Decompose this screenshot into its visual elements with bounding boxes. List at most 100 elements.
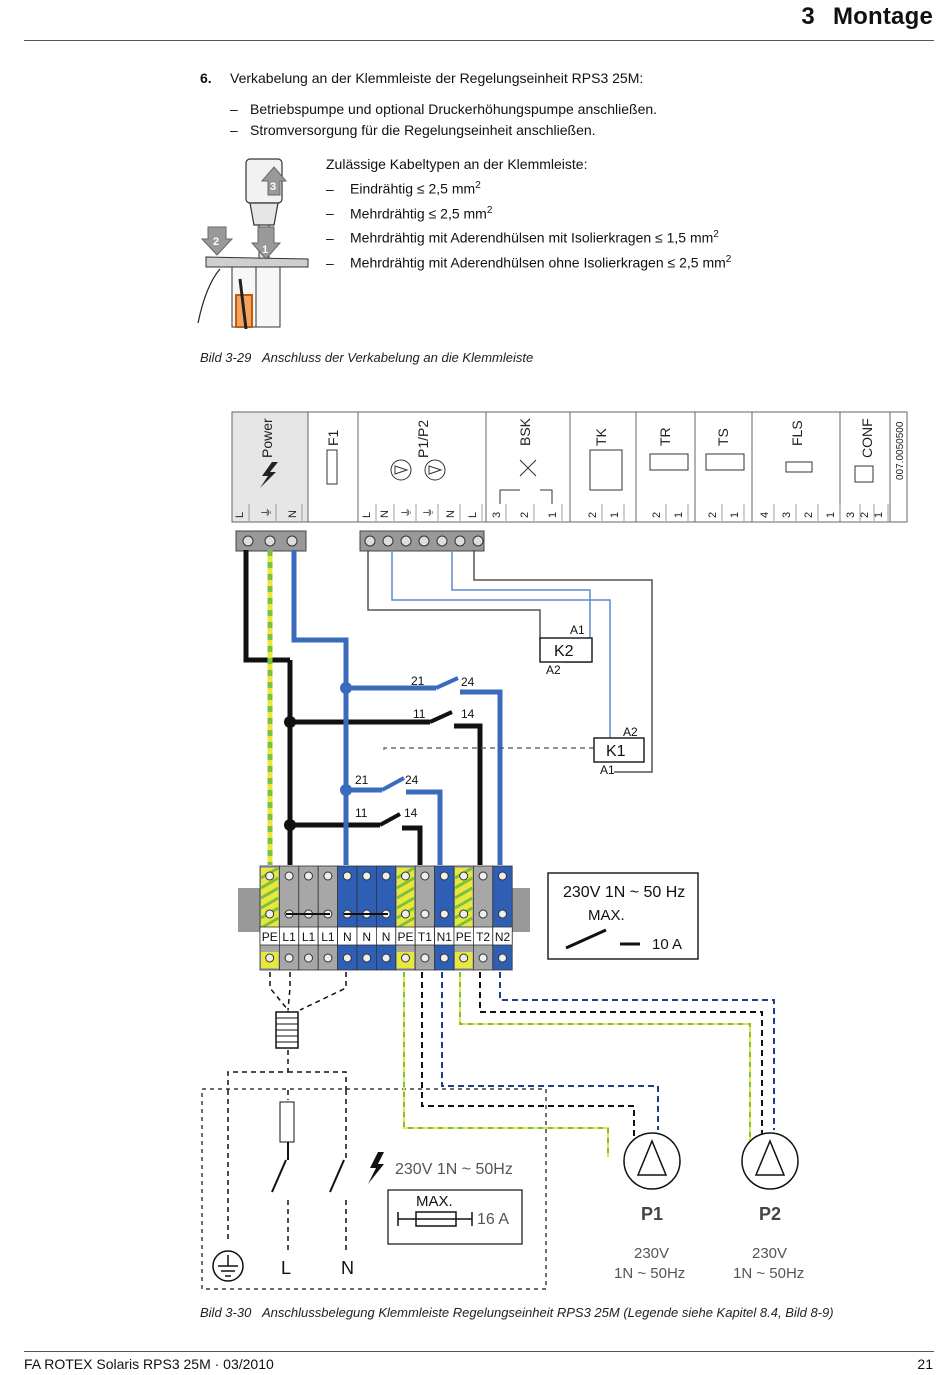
terminal-label: PE [456, 930, 472, 944]
module-pin-label: 2 [587, 512, 599, 518]
config-icon [854, 465, 874, 483]
terminal-label: L1 [302, 930, 316, 944]
module-pin-label: 2 [651, 512, 663, 518]
terminal-t1: T1 [414, 865, 436, 971]
svg-text:1N ~ 50Hz: 1N ~ 50Hz [733, 1265, 804, 1282]
module-label: BSK [517, 417, 533, 446]
pump-icon [424, 459, 446, 481]
pump-icon [390, 459, 412, 481]
svg-text:A1: A1 [600, 763, 615, 777]
terminal-n: N [356, 865, 377, 971]
pump-p1-label: P1 [641, 1204, 663, 1224]
terminal-t2: T2 [472, 865, 494, 971]
rating-current: 10 A [652, 936, 682, 953]
module-pin-label: 1 [729, 512, 741, 518]
terminal-pe: PE [395, 865, 416, 971]
footer-rule [24, 1351, 934, 1352]
valve-icon [519, 459, 537, 477]
module-pin-label: N [287, 510, 299, 518]
terminal-l1: L1 [298, 865, 319, 971]
terminal-label: N1 [437, 930, 453, 944]
supply-voltage: 230V 1N ~ 50Hz [395, 1161, 513, 1178]
module-label: Power [259, 418, 275, 458]
module-pin-label: 4 [759, 512, 771, 518]
svg-text:1N ~ 50Hz: 1N ~ 50Hz [614, 1265, 685, 1282]
svg-text:14: 14 [461, 707, 475, 721]
supply-fuse-rating: 16 A [477, 1211, 509, 1228]
relay-k2 [539, 637, 593, 663]
caption-text: Anschluss der Verkabelung an die Klemmle… [262, 350, 534, 365]
module-pin-label: L [234, 512, 246, 518]
terminal-label: PE [397, 930, 413, 944]
module-pin-label: L [467, 512, 479, 518]
svg-text:11: 11 [355, 806, 368, 820]
module-pin-label: ⏚ [260, 507, 273, 518]
svg-text:24: 24 [405, 773, 419, 787]
bullet-item: Stromversorgung für die Regelungseinheit… [230, 120, 657, 141]
terminal-label: N [343, 930, 352, 944]
pump-p2-label: P2 [759, 1204, 781, 1224]
supply-L: L [281, 1258, 291, 1278]
header-rule [24, 40, 934, 41]
step-marker-1: 1 [262, 244, 268, 256]
figure-caption-3-30: Bild 3-30 Anschlussbelegung Klemmleiste R… [200, 1305, 834, 1320]
svg-text:230V: 230V [634, 1245, 669, 1262]
module-pin-label: 2 [707, 512, 719, 518]
cable-type-item: Mehrdrähtig ≤ 2,5 mm2 [326, 200, 731, 225]
svg-text:A1: A1 [570, 623, 585, 637]
terminal-n: N [337, 865, 358, 971]
svg-text:A2: A2 [546, 663, 561, 677]
relay-k1-label: K1 [606, 743, 626, 760]
svg-text:24: 24 [461, 675, 475, 689]
module-pin-label: N [379, 510, 391, 518]
module-pin-label: 2 [519, 512, 531, 518]
terminal-l1: L1 [317, 865, 339, 971]
caption-number: Bild 3-30 [200, 1305, 252, 1320]
earth-icon [212, 1250, 244, 1282]
terminal-label: L1 [282, 930, 296, 944]
terminal-l1: L1 [278, 865, 300, 971]
module-pin-label: 3 [845, 512, 857, 518]
step-marker-3: 3 [270, 181, 276, 193]
module-pin-label: 1 [873, 512, 885, 518]
svg-text:11: 11 [413, 707, 426, 721]
supply-N: N [341, 1258, 354, 1278]
cable-types-block: Zulässige Kabeltypen an der Klemmleiste:… [326, 154, 731, 274]
rating-voltage: 230V 1N ~ 50 Hz [563, 884, 685, 901]
module-label: FLS [789, 420, 805, 446]
step-number: 6. [200, 70, 212, 86]
module-pin-label: 2 [803, 512, 815, 518]
mains-supply-box [201, 1088, 547, 1290]
module-label: CONF [859, 418, 875, 458]
caption-text: Anschlussbelegung Klemmleiste Regelungse… [262, 1305, 834, 1320]
sensor-tk-icon [589, 449, 623, 491]
caption-number: Bild 3-29 [200, 350, 252, 365]
page-number: 21 [917, 1356, 933, 1372]
svg-text:14: 14 [404, 806, 418, 820]
relay-k1 [593, 737, 645, 763]
flow-sensor-icon [785, 461, 813, 473]
cable-type-item: Mehrdrähtig mit Aderendhülsen ohne Isoli… [326, 249, 731, 274]
svg-text:230V: 230V [752, 1245, 787, 1262]
terminal-label: N2 [495, 930, 511, 944]
bullet-item: Betriebspumpe und optional Druckerhöhung… [230, 99, 657, 120]
module-pin-label: 1 [673, 512, 685, 518]
module-pin-label: 1 [547, 512, 559, 518]
terminal-block-end-left [238, 888, 260, 932]
rating-max: MAX. [588, 907, 625, 924]
cable-type-item: Eindrähtig ≤ 2,5 mm2 [326, 175, 731, 200]
module-label: F1 [325, 429, 341, 446]
terminal-label: N [382, 930, 391, 944]
terminal-label: PE [262, 930, 278, 944]
module-label: P1/P2 [415, 420, 431, 458]
sensor-tr-icon [649, 453, 689, 471]
doc-code: 007.0050500 [895, 421, 906, 480]
terminal-clamp-illustration: 2 1 3 [197, 158, 309, 330]
terminal-label: L1 [321, 930, 335, 944]
figure-caption-3-29: Bild 3-29 Anschluss der Verkabelung an di… [200, 350, 533, 365]
svg-text:21: 21 [355, 773, 369, 787]
supply-fuse [279, 1101, 295, 1143]
cable-types-list: Eindrähtig ≤ 2,5 mm2 Mehrdrähtig ≤ 2,5 m… [326, 175, 731, 274]
terminal-label: T1 [418, 930, 432, 944]
terminal-n2: N2 [492, 865, 513, 971]
